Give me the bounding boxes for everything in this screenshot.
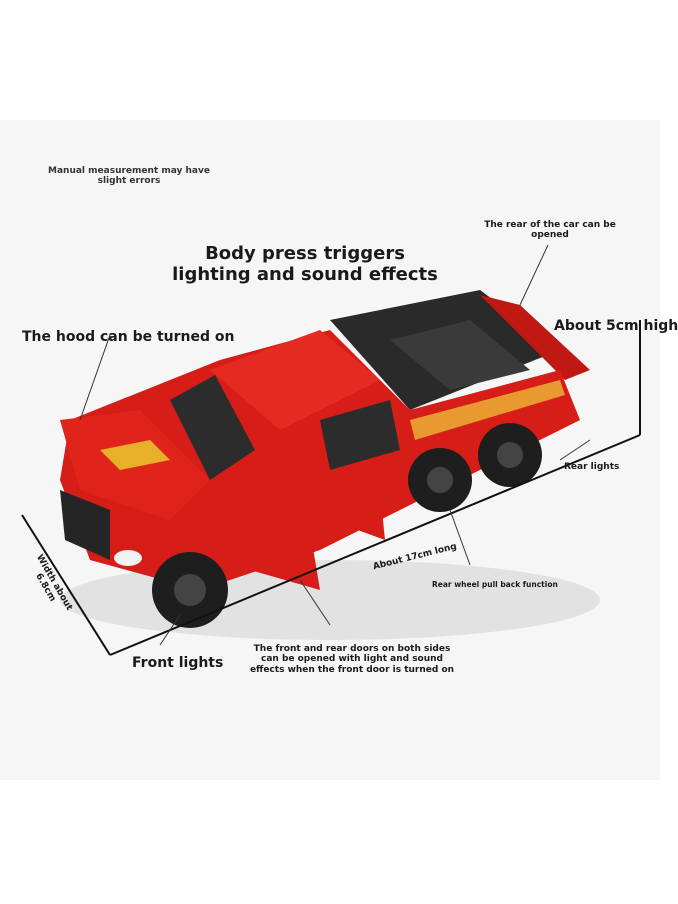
rear-opened-line-2: opened [531,230,569,241]
rear-window [320,400,400,470]
rear-leader [519,244,549,306]
rear-opened-label: The rear of the car can be opened [460,220,640,241]
rear-lights-label: Rear lights [564,462,620,472]
product-photo [0,120,660,780]
pull-back-label: Rear wheel pull back function [432,580,558,589]
cab-roof [210,330,380,430]
front-grille [60,490,110,560]
body-press-line-1: Body press triggers [205,243,405,264]
pullback-leader [449,509,471,566]
bed-liner [390,320,530,390]
rear-lights-leader [559,439,591,461]
body-press-line-2: lighting and sound effects [172,263,438,285]
rear-opened-line-1: The rear of the car can be [484,220,616,230]
doors-label: The front and rear doors on both sides c… [232,644,472,675]
windshield [170,375,255,480]
tailgate [480,295,590,380]
measurement-note: Manual measurement may have slight error… [48,166,210,186]
front-lights-leader [159,614,181,646]
height-label: About 5cm high [554,318,678,334]
rear-door [320,470,385,540]
toy-pickup-illustration [21,244,641,656]
front-door [240,510,320,590]
width-dimension-line [21,514,111,656]
hood-label: The hood can be turned on [22,329,235,345]
doors-leader [299,579,331,626]
hood-decal [100,440,170,470]
side-stripe [410,380,565,440]
wheels [152,423,542,628]
doors-line-2: can be opened with light and sound [261,654,443,665]
doors-line-3: effects when the front door is turned on [249,664,455,675]
hood-leader [79,334,111,421]
doors-line-1: The front and rear doors on both sides [253,644,451,654]
body-press-label: Body press triggers lighting and sound e… [130,243,480,285]
front-lights-label: Front lights [132,655,224,671]
length-dimension-line [109,434,641,656]
front-headlight [114,550,142,566]
